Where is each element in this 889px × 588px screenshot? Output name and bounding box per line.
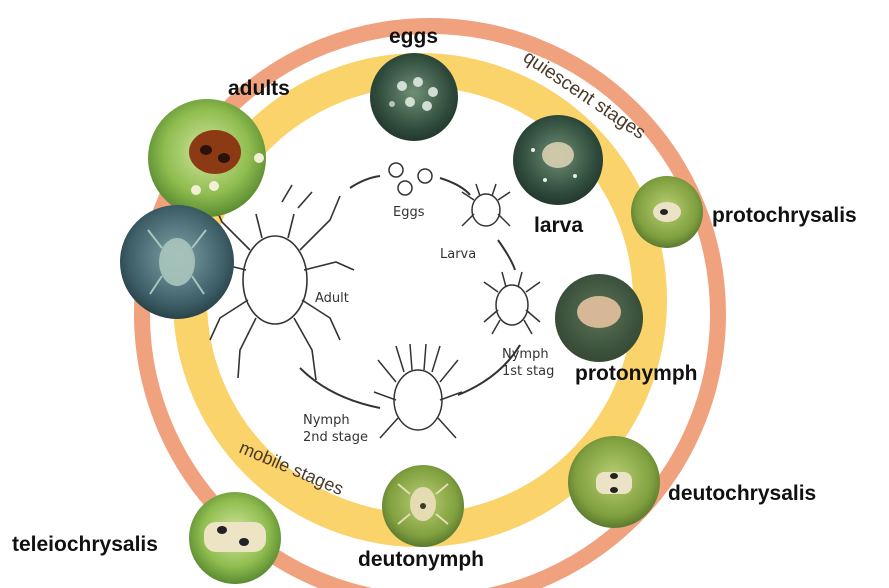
label-eggs: eggs — [389, 25, 438, 48]
eggs-sketch-icon — [389, 163, 432, 195]
label-larva: larva — [534, 214, 583, 237]
sketch-nymph1-label-line1: Nymph — [502, 347, 549, 362]
sketch-adult-label: Adult — [315, 291, 349, 306]
larva-photo — [513, 115, 603, 205]
sketch-nymph2-label-line1: Nymph — [303, 413, 350, 428]
adult-red-mite-photo — [148, 99, 266, 217]
deutochrysalis-photo — [568, 436, 660, 528]
eggs-photo — [370, 53, 458, 141]
sketch-nymph1-label-line2: 1st stag — [502, 364, 554, 379]
deutonymph-photo — [382, 465, 464, 547]
label-protonymph: protonymph — [575, 362, 697, 385]
sketch-eggs-label: Eggs — [393, 205, 425, 220]
label-deutochrysalis: deutochrysalis — [668, 482, 816, 505]
label-protochrysalis: protochrysalis — [712, 204, 857, 227]
teleiochrysalis-photo — [189, 492, 281, 584]
label-deutonymph: deutonymph — [358, 548, 484, 571]
sketch-nymph2-label-line2: 2nd stage — [303, 430, 368, 445]
nymph2-sketch-icon — [374, 344, 462, 438]
protochrysalis-photo — [631, 176, 703, 248]
nymph1-sketch-icon — [484, 272, 540, 334]
protonymph-photo — [555, 274, 643, 362]
larva-sketch-icon — [462, 184, 510, 226]
label-adults: adults — [228, 77, 290, 100]
label-teleiochrysalis: teleiochrysalis — [12, 533, 158, 556]
sketch-larva-label: Larva — [440, 247, 476, 262]
adult-pale-mite-photo — [120, 205, 234, 319]
